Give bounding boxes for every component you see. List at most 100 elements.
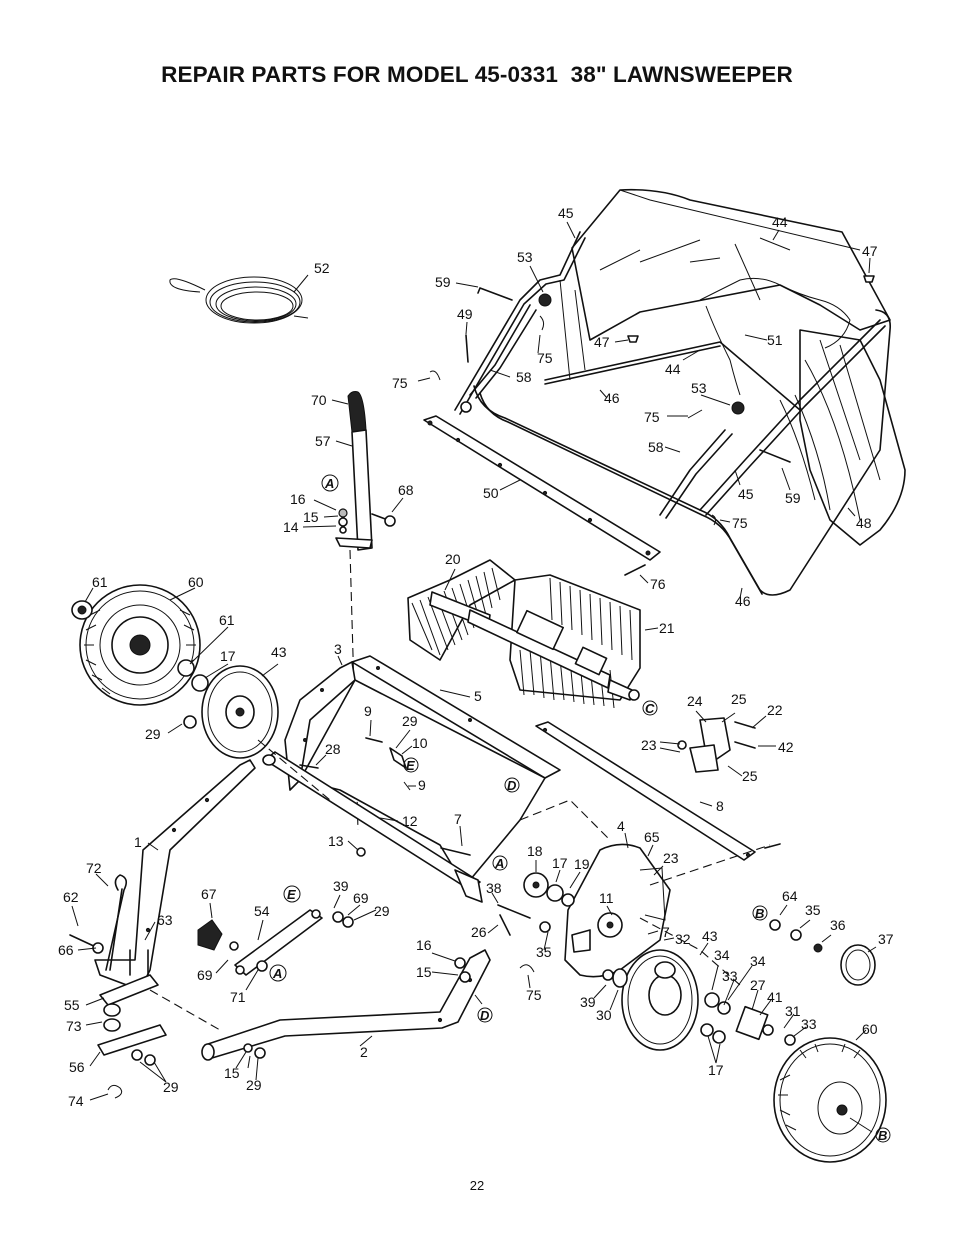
ref-letter-c-2: A (494, 856, 504, 871)
callout-7: 7 (662, 924, 670, 940)
callout-53: 53 (517, 249, 533, 265)
callout-3: 3 (334, 641, 342, 657)
callout-39: 39 (333, 878, 349, 894)
ref-letter-d: D (507, 778, 517, 793)
callout-61: 61 (219, 612, 235, 628)
callout-34: 34 (714, 947, 730, 963)
axle-tube-12 (262, 751, 483, 903)
callout-14: 14 (283, 519, 299, 535)
callout-67: 67 (201, 886, 217, 902)
callout-28: 28 (325, 741, 341, 757)
callout-32: 32 (675, 931, 691, 947)
callout-48: 48 (856, 515, 872, 531)
ref-letter-e-2: E (287, 887, 296, 902)
leader-lines (71, 221, 877, 1133)
callout-75: 75 (392, 375, 408, 391)
callout-36: 36 (830, 917, 846, 933)
callout-69: 69 (353, 890, 369, 906)
callout-63: 63 (157, 912, 173, 928)
rear-bar-8 (535, 721, 781, 861)
callout-46: 46 (735, 593, 751, 609)
reference-letter-circles (269, 474, 891, 1143)
callout-57: 57 (315, 433, 331, 449)
callout-17: 17 (220, 648, 236, 664)
callout-16: 16 (290, 491, 306, 507)
callout-17: 17 (708, 1062, 724, 1078)
callout-25: 25 (731, 691, 747, 707)
callout-56: 56 (69, 1059, 85, 1075)
callout-51: 51 (767, 332, 783, 348)
callout-4: 4 (617, 818, 625, 834)
bungee-cord (169, 276, 309, 324)
callout-44: 44 (665, 361, 681, 377)
callout-12: 12 (402, 813, 418, 829)
callout-23: 23 (641, 737, 657, 753)
callout-60: 60 (188, 574, 204, 590)
callout-64: 64 (782, 888, 798, 904)
callout-30: 30 (596, 1007, 612, 1023)
callout-17: 17 (552, 855, 568, 871)
callout-8: 8 (716, 798, 724, 814)
callout-15: 15 (224, 1065, 240, 1081)
ref-letter-b: B (755, 906, 764, 921)
callout-25: 25 (742, 768, 758, 784)
ref-letter-a-2: A (324, 476, 334, 491)
callout-29: 29 (145, 726, 161, 742)
hopper-bar-50 (423, 415, 661, 576)
callout-37: 37 (878, 931, 894, 947)
callout-21: 21 (659, 620, 675, 636)
callout-73: 73 (66, 1018, 82, 1034)
callout-69: 69 (197, 967, 213, 983)
callout-75: 75 (732, 515, 748, 531)
callout-59: 59 (785, 490, 801, 506)
callout-35: 35 (536, 944, 552, 960)
callout-11: 11 (599, 890, 614, 906)
hopper-frame (429, 231, 892, 596)
callout-61: 61 (92, 574, 108, 590)
callout-15: 15 (303, 509, 319, 525)
callout-39: 39 (580, 994, 596, 1010)
callout-75: 75 (526, 987, 542, 1003)
callout-29: 29 (246, 1077, 262, 1093)
callout-75: 75 (537, 350, 553, 366)
callout-29: 29 (163, 1079, 179, 1095)
callout-55: 55 (64, 997, 80, 1013)
callout-7: 7 (454, 811, 462, 827)
callout-52: 52 (314, 260, 330, 276)
callout-58: 58 (516, 369, 532, 385)
callout-9: 9 (418, 777, 426, 793)
callout-46: 46 (604, 390, 620, 406)
callout-38: 38 (486, 880, 502, 896)
callout-47: 47 (594, 334, 610, 350)
handle-upper (335, 391, 396, 831)
callout-47: 47 (862, 243, 878, 259)
callout-44: 44 (772, 214, 788, 230)
right-wheel (773, 1037, 887, 1163)
callout-68: 68 (398, 482, 414, 498)
callout-62: 62 (63, 889, 79, 905)
callout-22: 22 (767, 702, 783, 718)
callout-72: 72 (86, 860, 102, 876)
brackets-55-56 (69, 934, 167, 1099)
callout-59: 59 (435, 274, 451, 290)
callout-45: 45 (558, 205, 574, 221)
left-gear-housing (183, 665, 279, 759)
ref-letter-c: C (645, 701, 655, 716)
small-hardware (243, 717, 756, 1059)
callout-70: 70 (311, 392, 327, 408)
ref-letter-b-2: B (878, 1128, 887, 1143)
page-title: REPAIR PARTS FOR MODEL 45-0331 38" LAWNS… (161, 62, 793, 87)
callout-labels: 45 44 47 53 59 52 4 9 75 47 51 58 44 46 5… (58, 205, 894, 1143)
callout-43: 43 (271, 644, 287, 660)
callout-65: 65 (644, 829, 660, 845)
callout-54: 54 (254, 903, 270, 919)
callout-76: 76 (650, 576, 666, 592)
callout-58: 58 (648, 439, 664, 455)
callout-71: 71 (230, 989, 246, 1005)
callout-10: 10 (412, 735, 428, 751)
callout-53: 53 (691, 380, 707, 396)
callout-29: 29 (374, 903, 390, 919)
callout-45: 45 (738, 486, 754, 502)
callout-66: 66 (58, 942, 74, 958)
